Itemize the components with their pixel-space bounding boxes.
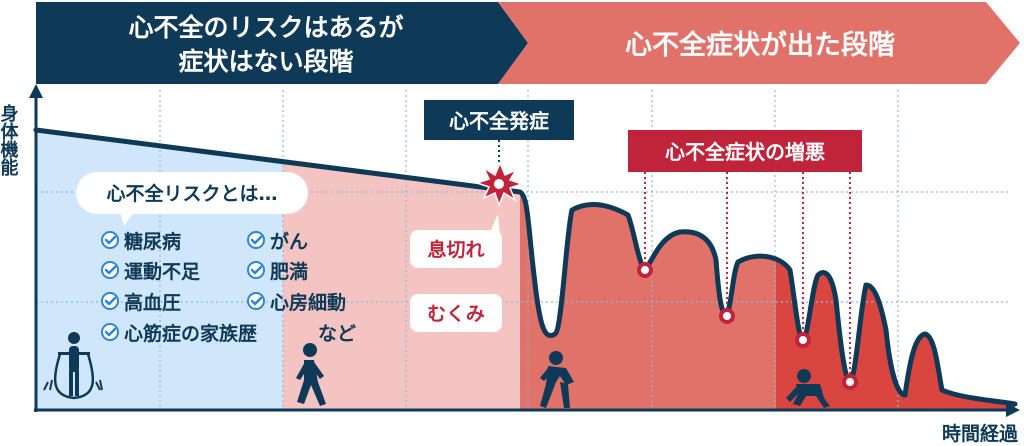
- banner-left-line1: 心不全のリスクはあるが: [128, 13, 403, 42]
- banner-right-text: 心不全症状が出た段階: [625, 29, 895, 61]
- banner-right: [498, 2, 1020, 84]
- banner-left: [36, 2, 528, 84]
- jump-rope-person-icon: [43, 332, 103, 400]
- breath-bubble: 息切れ: [410, 214, 502, 268]
- swelling-label: むくみ: [427, 303, 485, 325]
- worsening-label: 心不全症状の増悪: [665, 140, 825, 164]
- breathless-person-icon: [540, 351, 574, 408]
- symptom-zone-fill: [520, 130, 1015, 410]
- risk-item-cancer: がん: [270, 230, 308, 253]
- onset-label: 心不全発症: [449, 109, 549, 133]
- svg-text:身体機能: 身体機能: [0, 103, 19, 177]
- worsening-label-box: [628, 130, 862, 172]
- risk-item-atrial-fibrillation: 心房細動: [270, 291, 346, 314]
- y-axis-arrow: [29, 84, 43, 98]
- banner-left-line2: 症状はない段階: [178, 47, 353, 76]
- worsening-connectors: [644, 172, 851, 378]
- swelling-bubble: むくみ: [410, 294, 502, 332]
- x-axis-arrow: [1006, 403, 1020, 417]
- risk-box: 心不全リスクとは…: [76, 172, 308, 226]
- crawling-person-icon: [786, 369, 830, 408]
- walking-person-icon: [296, 343, 326, 406]
- burst-center: [494, 179, 504, 189]
- breath-label: 息切れ: [427, 238, 484, 261]
- risk-list: 糖尿病 がん 運動不足 肥満 高血圧 心房細動 心筋症の家族歴 など: [101, 230, 356, 345]
- risk-item-diabetes: 糖尿病: [124, 230, 181, 253]
- risk-item-hypertension: 高血圧: [124, 291, 181, 314]
- risk-box-title: 心不全リスクとは…: [106, 182, 277, 205]
- check-icons: [101, 231, 265, 341]
- risk-item-lack-of-exercise: 運動不足: [124, 261, 201, 283]
- worsening-markers: [637, 262, 858, 390]
- risk-item-etc: など: [318, 323, 356, 345]
- risk-item-obesity: 肥満: [270, 261, 308, 283]
- x-axis-label: 時間経過: [942, 422, 1019, 445]
- y-axis-label: 身体機能: [0, 103, 19, 177]
- onset-label-box: [424, 100, 574, 140]
- risk-item-cardiomyopathy-family: 心筋症の家族歴: [124, 322, 257, 345]
- physical-function-curve: [33, 127, 1018, 407]
